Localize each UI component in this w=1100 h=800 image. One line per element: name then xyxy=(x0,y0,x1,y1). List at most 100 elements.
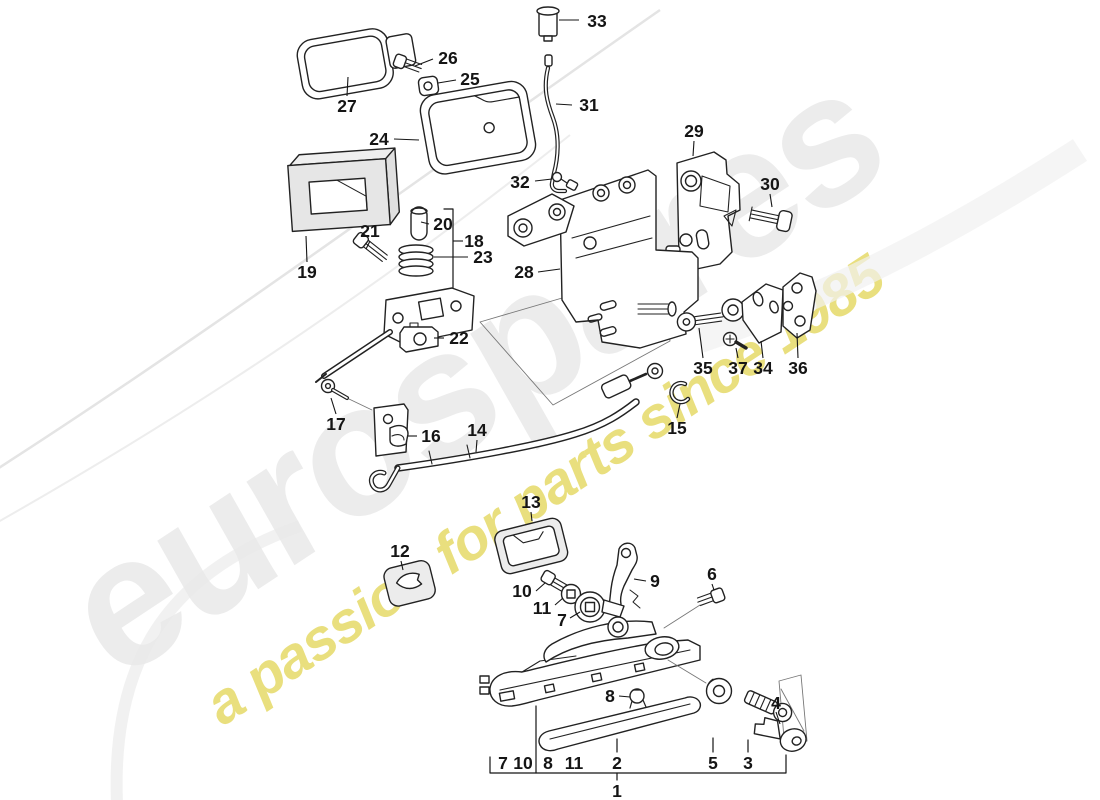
part-23-spring xyxy=(398,244,434,277)
part-2-trim-strip xyxy=(538,696,702,752)
part-callout-bottom-2: 2 xyxy=(612,753,622,773)
part-35-screw xyxy=(676,312,724,332)
part-callout-25: 25 xyxy=(460,69,480,89)
part-callout-23: 23 xyxy=(473,247,493,267)
callout-leader-34 xyxy=(760,340,764,359)
callout-leader-8 xyxy=(618,695,631,698)
part-37-screw xyxy=(722,331,748,350)
callout-leader-19 xyxy=(305,235,308,263)
part-callout-bottom-7: 7 xyxy=(498,753,508,773)
part-20-pin xyxy=(410,206,428,241)
part-callout-9: 9 xyxy=(650,571,660,591)
callout-leader-15 xyxy=(676,403,681,419)
part-callout-30: 30 xyxy=(760,174,780,194)
part-callout-bottom-8: 8 xyxy=(543,753,553,773)
part-callout-20: 20 xyxy=(433,214,453,234)
part-callout-17: 17 xyxy=(326,414,345,434)
part-callout-29: 29 xyxy=(684,121,704,141)
part-callout-11: 11 xyxy=(533,598,552,618)
part-30-screw xyxy=(748,206,793,233)
reference-bracket xyxy=(489,705,787,781)
part-callout-14: 14 xyxy=(467,420,487,440)
part-callout-7: 7 xyxy=(557,610,567,630)
part-callout-15: 15 xyxy=(667,418,687,438)
callout-leader-32 xyxy=(534,178,553,182)
part-callout-21: 21 xyxy=(360,221,380,241)
callout-leader-4 xyxy=(775,711,781,725)
callout-leader-6 xyxy=(711,583,715,591)
part-callout-bottom-1: 1 xyxy=(612,781,622,800)
part-callout-13: 13 xyxy=(521,492,541,512)
callout-leader-11 xyxy=(554,597,564,606)
callout-leader-21 xyxy=(365,240,371,250)
part-17-screw xyxy=(320,378,373,411)
part-callout-19: 19 xyxy=(297,262,317,282)
part-callout-33: 33 xyxy=(587,11,607,31)
part-callout-28: 28 xyxy=(514,262,534,282)
part-callout-26: 26 xyxy=(438,48,458,68)
part-callout-32: 32 xyxy=(510,172,530,192)
part-callout-bottom-10: 10 xyxy=(513,753,533,773)
part-21-screw xyxy=(352,231,388,262)
part-7-housing xyxy=(574,591,625,623)
part-5-bushing xyxy=(705,677,733,705)
part-callout-4: 4 xyxy=(771,693,781,713)
part-36-plate xyxy=(782,272,817,339)
part-callout-34: 34 xyxy=(753,358,773,378)
part-callout-22: 22 xyxy=(449,328,469,348)
part-callout-6: 6 xyxy=(707,564,717,584)
callout-leader-28 xyxy=(537,268,561,273)
part-22-clamp xyxy=(399,322,439,353)
callout-leader-26 xyxy=(414,58,434,67)
callout-leader-24 xyxy=(393,138,420,141)
callout-leader-12 xyxy=(400,560,404,571)
part-19-foam-seal xyxy=(287,147,401,233)
part-callout-37: 37 xyxy=(728,358,747,378)
callout-leader-25 xyxy=(437,79,457,84)
callout-leader-29 xyxy=(692,140,695,157)
callout-leader-37 xyxy=(735,347,739,359)
part-callout-8: 8 xyxy=(605,686,615,706)
part-callout-bottom-11: 11 xyxy=(565,753,584,773)
part-33-lock-knob xyxy=(536,6,560,67)
part-callout-18: 18 xyxy=(464,231,484,251)
part-callout-36: 36 xyxy=(788,358,808,378)
part-8-clip xyxy=(629,688,647,709)
part-32-clip xyxy=(551,171,579,191)
callout-leader-35 xyxy=(698,327,704,359)
part-31-rod xyxy=(543,65,568,194)
callout-leader-20 xyxy=(420,221,430,225)
part-callout-24: 24 xyxy=(369,129,389,149)
part-15-c-clip xyxy=(669,380,691,405)
callout-leader-30 xyxy=(769,193,773,208)
part-11-washer xyxy=(560,583,582,605)
part-callout-12: 12 xyxy=(390,541,410,561)
part-26-screw xyxy=(392,53,423,73)
part-callout-31: 31 xyxy=(579,95,599,115)
callout-leader-13 xyxy=(530,511,533,522)
part-34-bracket xyxy=(721,283,784,344)
part-16-bracket xyxy=(373,403,409,457)
callout-leader-27 xyxy=(346,76,349,97)
part-24-recess xyxy=(419,80,537,175)
part-28-lock-mechanism xyxy=(479,169,699,406)
callout-leader-17 xyxy=(330,397,337,415)
part-6-screw xyxy=(696,587,726,607)
part-callout-35: 35 xyxy=(693,358,713,378)
callout-leader-7 xyxy=(569,611,581,619)
callout-leader-10 xyxy=(535,582,546,592)
part-4-key xyxy=(753,716,807,752)
callout-leader-14 xyxy=(475,439,478,453)
part-12-gasket xyxy=(383,559,436,607)
callout-leader-9 xyxy=(633,578,647,582)
part-callout-bottom-5: 5 xyxy=(708,753,718,773)
part-callout-16: 16 xyxy=(421,426,441,446)
part-10-screw xyxy=(540,569,570,594)
callout-leader-36 xyxy=(796,332,799,359)
part-29-latch xyxy=(665,151,741,271)
part-callout-bottom-3: 3 xyxy=(743,753,753,773)
callout-leader-31 xyxy=(555,103,573,106)
